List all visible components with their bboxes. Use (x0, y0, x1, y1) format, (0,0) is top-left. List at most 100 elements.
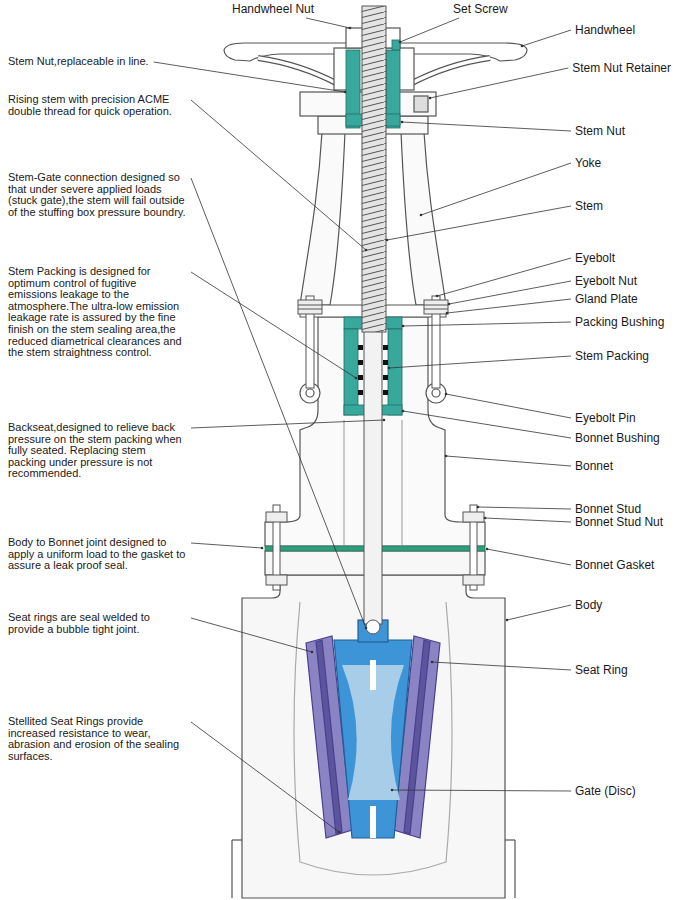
yoke (300, 132, 345, 305)
leader-dot (311, 651, 314, 654)
leader-line (446, 394, 571, 418)
leader-dot (401, 121, 404, 124)
leader-dot (365, 627, 368, 630)
leader-dot (402, 410, 405, 413)
valve-body (232, 839, 242, 840)
stem-packing-rings (383, 390, 388, 395)
leader-line (507, 605, 571, 620)
stem-packing-rings (358, 345, 363, 350)
leader-dot (445, 455, 448, 458)
leader-line (400, 18, 459, 42)
packing (388, 329, 402, 415)
leader-line (392, 790, 571, 791)
leader-dot (365, 249, 368, 252)
valve-body (514, 840, 515, 898)
stem-packing-rings (358, 390, 363, 395)
leader-line (191, 722, 339, 832)
threaded-stem (362, 6, 386, 332)
leader-line (449, 281, 571, 304)
leader-dot (386, 239, 389, 242)
leader-line (478, 507, 571, 509)
seat-rings (306, 636, 440, 838)
leader-line (191, 543, 262, 548)
part-label: Stem Nut (575, 125, 625, 137)
part-label: Handwheel (575, 24, 635, 36)
leader-line (191, 178, 366, 628)
callout-note: Backseat,designed to relieve back pressu… (8, 422, 186, 480)
gate-disc (358, 620, 388, 642)
part-label: Body (575, 599, 602, 611)
leader-dot (477, 506, 480, 509)
leader-dot (420, 214, 423, 217)
part-label: Set Screw (453, 3, 508, 15)
leader-dot (344, 91, 347, 94)
bonnet (401, 420, 402, 546)
callout-note: Rising stem with precision ACME double t… (8, 94, 186, 117)
bonnet (432, 389, 440, 397)
part-label: Seat Ring (575, 664, 628, 676)
leader-dot (349, 27, 352, 30)
leader-dot (431, 661, 434, 664)
leader-dot (399, 41, 402, 44)
part-label: Gate (Disc) (575, 785, 636, 797)
yoke (401, 132, 446, 305)
leader-dot (338, 831, 341, 834)
part-label: Stem Nut Retainer (572, 62, 671, 74)
gland-and-eyebolts (298, 309, 322, 310)
yoke (414, 96, 428, 112)
leader-dot (436, 295, 439, 298)
leader-dot (446, 312, 449, 315)
stem (366, 620, 380, 634)
stem-packing-rings (358, 375, 363, 380)
leader-dot (391, 789, 394, 792)
leader-dot (486, 548, 489, 551)
leader-dot (448, 303, 451, 306)
gland-and-eyebolts (424, 305, 448, 306)
handwheel (410, 58, 490, 84)
gate-disc (370, 660, 376, 690)
leader-dot (388, 367, 391, 370)
part-label: Bonnet Bushing (575, 432, 660, 444)
bonnet-studs (266, 512, 287, 522)
part-label: Eyebolt (575, 252, 615, 264)
leader-line (437, 258, 571, 296)
callout-note: Stellited Seat Rings provide increased r… (8, 716, 186, 762)
part-label: Bonnet (575, 460, 613, 472)
gland-and-eyebolts (424, 309, 448, 310)
stem-nut (392, 40, 400, 50)
stem-packing-rings (383, 345, 388, 350)
leader-line (487, 549, 571, 565)
leader-dot (383, 419, 386, 422)
leader-line (522, 30, 571, 46)
part-label: Stem Packing (575, 350, 649, 362)
valve-body (242, 575, 505, 898)
gate-disc (370, 806, 376, 838)
leader-dot (506, 619, 509, 622)
callout-note: Body to Bonnet joint designed to apply a… (8, 537, 186, 572)
leader-line (387, 206, 571, 240)
valve-body (294, 602, 452, 875)
leader-dot (402, 325, 405, 328)
leader-line (432, 662, 571, 670)
part-label: Eyebolt Nut (575, 275, 637, 287)
part-label: Bonnet Stud Nut (575, 516, 663, 528)
bonnet-studs (463, 575, 484, 585)
gate-disc (334, 620, 412, 838)
leader-dot (261, 547, 264, 550)
leader-dot (355, 377, 358, 380)
valve-body (231, 840, 232, 898)
callout-note: Stem Nut,replaceable in line. (8, 56, 149, 68)
leader-line (306, 18, 350, 28)
callout-note: Stem Packing is designed for optimum con… (8, 266, 186, 359)
leader-line (421, 163, 571, 215)
gland-and-eyebolts (298, 305, 322, 306)
stem-packing-rings (383, 375, 388, 380)
part-label: Eyebolt Pin (575, 412, 636, 424)
leader-line (389, 356, 571, 368)
leader-line (447, 299, 571, 313)
leader-line (191, 618, 312, 652)
leader-line (403, 411, 571, 438)
leader-line (446, 456, 571, 466)
threaded-stem (362, 6, 386, 332)
